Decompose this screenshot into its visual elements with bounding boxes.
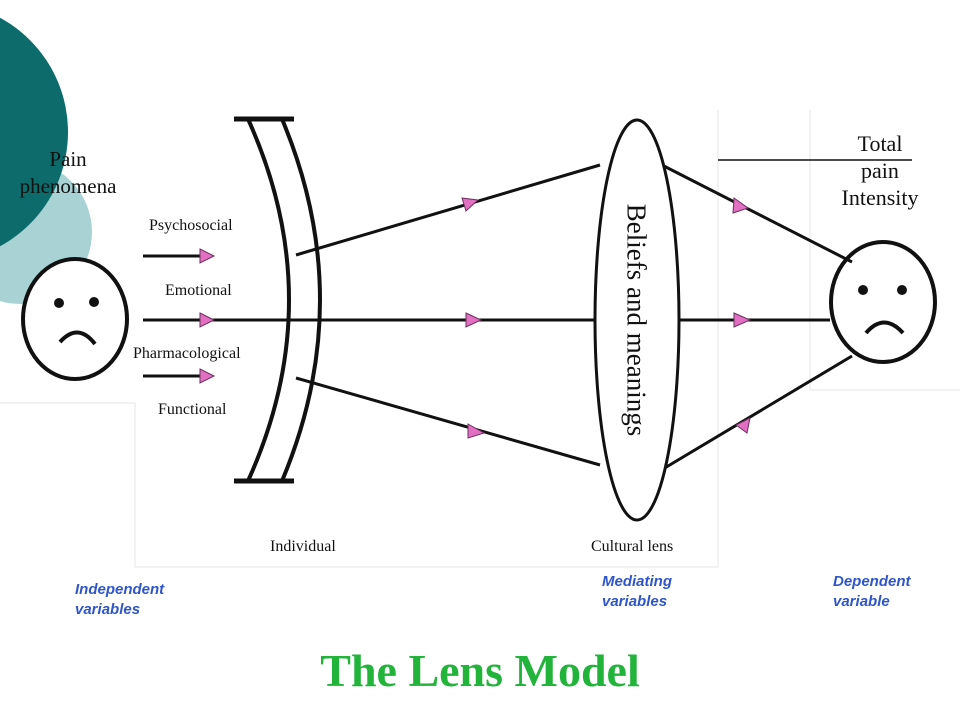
cultural-lens <box>593 118 681 522</box>
arrowhead <box>732 197 750 214</box>
individual-lens <box>234 116 322 484</box>
input-label-psychosocial: Psychosocial <box>149 217 233 234</box>
arrowhead <box>465 312 483 328</box>
dependent-variable-label: Dependent variable <box>833 573 911 610</box>
sad-face-left <box>21 257 129 381</box>
decor-teal-circle <box>0 17 68 247</box>
mediating-rays <box>295 160 853 474</box>
arrowheads <box>199 197 752 439</box>
total-pain-intensity-label: Total pain Intensity <box>841 131 919 210</box>
cultural-lens-label: Cultural lens <box>591 538 674 555</box>
individual-label: Individual <box>270 538 336 555</box>
cultural-lens-text: Beliefs and meanings <box>621 203 652 437</box>
arrowhead <box>461 197 480 212</box>
input-label-functional: Functional <box>158 401 227 418</box>
mediating-variables-label: Mediating variables <box>602 573 672 610</box>
arrowhead <box>735 417 751 434</box>
arrowhead <box>199 312 216 328</box>
slide-title: The Lens Model <box>320 645 640 696</box>
arrowhead <box>199 248 216 264</box>
arrowhead <box>199 368 216 384</box>
sad-face-right <box>829 240 937 364</box>
independent-variables-label: Independent variables <box>75 581 165 618</box>
pain-phenomena-label: Pain phenomena <box>19 147 117 198</box>
input-label-pharmacological: Pharmacological <box>133 345 241 362</box>
input-lines <box>143 254 600 378</box>
arrowhead <box>467 423 486 439</box>
arrowhead <box>733 312 752 328</box>
input-label-emotional: Emotional <box>165 282 232 299</box>
